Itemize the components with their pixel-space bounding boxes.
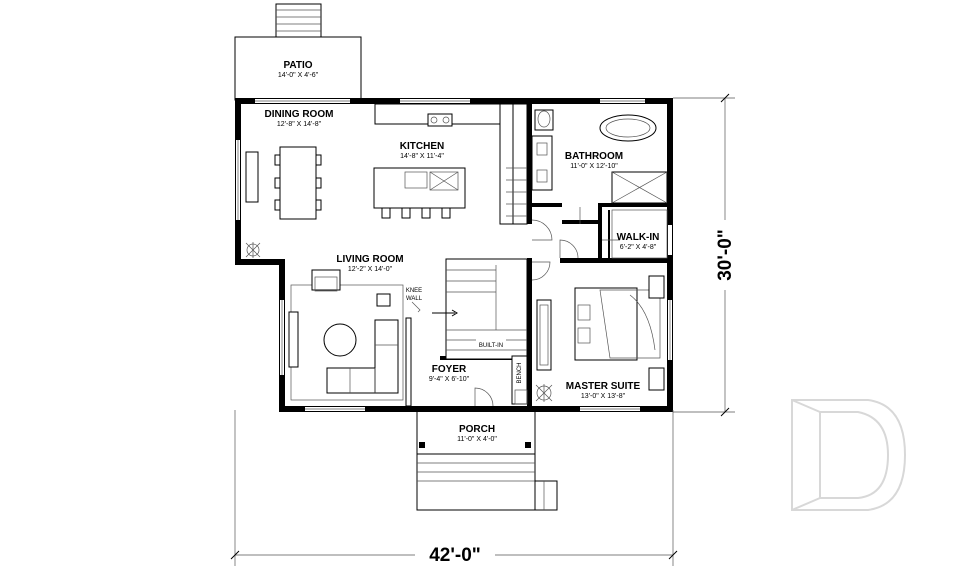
patio-name: PATIO xyxy=(283,60,312,71)
kitchen-counters xyxy=(374,103,528,225)
exterior-walls xyxy=(235,98,673,412)
knee-wall xyxy=(405,301,421,407)
plant-icon xyxy=(535,384,553,402)
master-bed xyxy=(574,275,665,391)
interior-walls xyxy=(440,104,667,408)
bathroom-name: BATHROOM xyxy=(565,151,623,162)
bathroom-fixtures xyxy=(531,109,668,204)
master-suite-dims: 13'-0" X 13'-8" xyxy=(581,393,626,400)
dining-table xyxy=(245,146,322,220)
walkin-name: WALK-IN xyxy=(617,232,660,243)
kitchen-name: KITCHEN xyxy=(400,141,444,152)
foyer-name: FOYER xyxy=(432,364,467,375)
porch-dims: 11'-0" X 4'-0" xyxy=(457,436,497,443)
patio-dims: 14'-0" X 4'-6" xyxy=(278,72,319,79)
master-suite-name: MASTER SUITE xyxy=(566,381,641,392)
overall-width-label: 42'-0" xyxy=(429,545,481,566)
living-room-dims: 12'-2" X 14'-0" xyxy=(348,266,393,273)
porch-steps xyxy=(416,453,558,511)
dining-room-dims: 12'-8" X 14'-8" xyxy=(277,121,322,128)
bench-label: BENCH xyxy=(517,362,523,383)
patio-steps xyxy=(275,3,322,38)
patio xyxy=(234,3,362,101)
kitchen-island xyxy=(373,167,466,219)
bathroom-dims: 11'-0" X 12'-10" xyxy=(570,163,618,170)
master-dresser xyxy=(536,299,552,371)
watermark-logo xyxy=(791,399,907,511)
knee-wall-label-line2: WALL xyxy=(406,296,423,302)
living-room-furniture xyxy=(288,269,404,401)
knee-wall-label-line1: KNEE xyxy=(406,288,422,294)
plant-icon xyxy=(245,242,261,258)
living-room-name: LIVING ROOM xyxy=(336,254,403,265)
doors xyxy=(474,207,620,407)
overall-depth-label: 30'-0" xyxy=(715,229,736,281)
built-in-label: BUILT-IN xyxy=(479,343,503,349)
kitchen-dims: 14'-8" X 11'-4" xyxy=(400,153,444,160)
foyer-fixtures xyxy=(511,355,528,405)
dining-room-name: DINING ROOM xyxy=(265,109,334,120)
porch-name: PORCH xyxy=(459,424,495,435)
foyer-dims: 9'-4" X 6'-10" xyxy=(429,376,470,383)
walkin-shelves xyxy=(611,209,668,259)
walkin-dims: 6'-2" X 4'-8" xyxy=(620,244,657,251)
